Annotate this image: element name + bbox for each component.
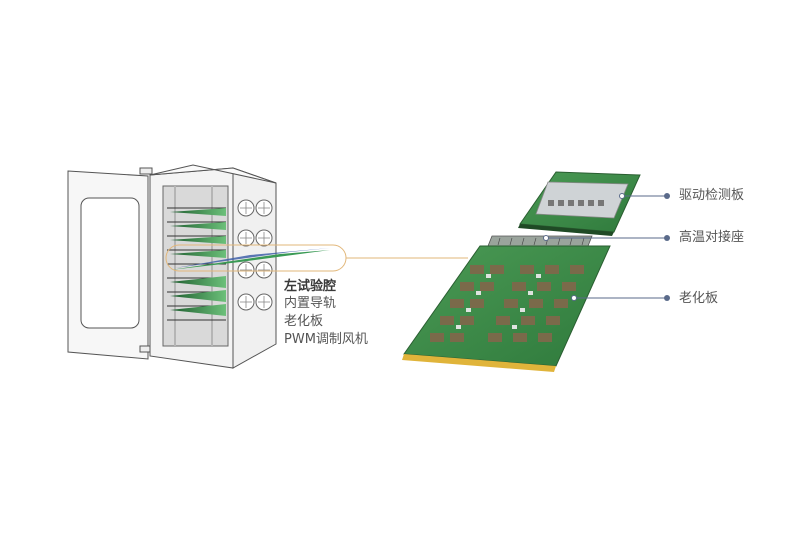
callout-dot-3 <box>664 295 670 301</box>
cabinet-item-pwm-fan: PWM调制风机 <box>284 332 368 347</box>
burn-in-sockets <box>430 265 584 342</box>
door-hinge-top <box>139 167 153 175</box>
callout-dot-2 <box>664 235 670 241</box>
test-cabinet <box>67 164 468 369</box>
door-window <box>80 197 140 329</box>
callout-dot-1 <box>664 193 670 199</box>
burn-in-board-shelves <box>170 208 330 316</box>
callout-leaders <box>546 195 665 299</box>
cabinet-item-rails: 内置导轨 <box>284 296 337 311</box>
driver-detection-board <box>518 171 641 236</box>
cabinet-top <box>149 164 277 184</box>
cabinet-title: 左试验腔 <box>284 279 337 294</box>
cabinet-item-burn-in-board: 老化板 <box>284 314 324 329</box>
callout-label-burn-in-board: 老化板 <box>679 291 719 306</box>
callout-label-docking-connector: 高温对接座 <box>679 230 745 245</box>
burn-in-board <box>402 245 611 372</box>
callout-label-driver-board: 驱动检测板 <box>679 188 745 203</box>
